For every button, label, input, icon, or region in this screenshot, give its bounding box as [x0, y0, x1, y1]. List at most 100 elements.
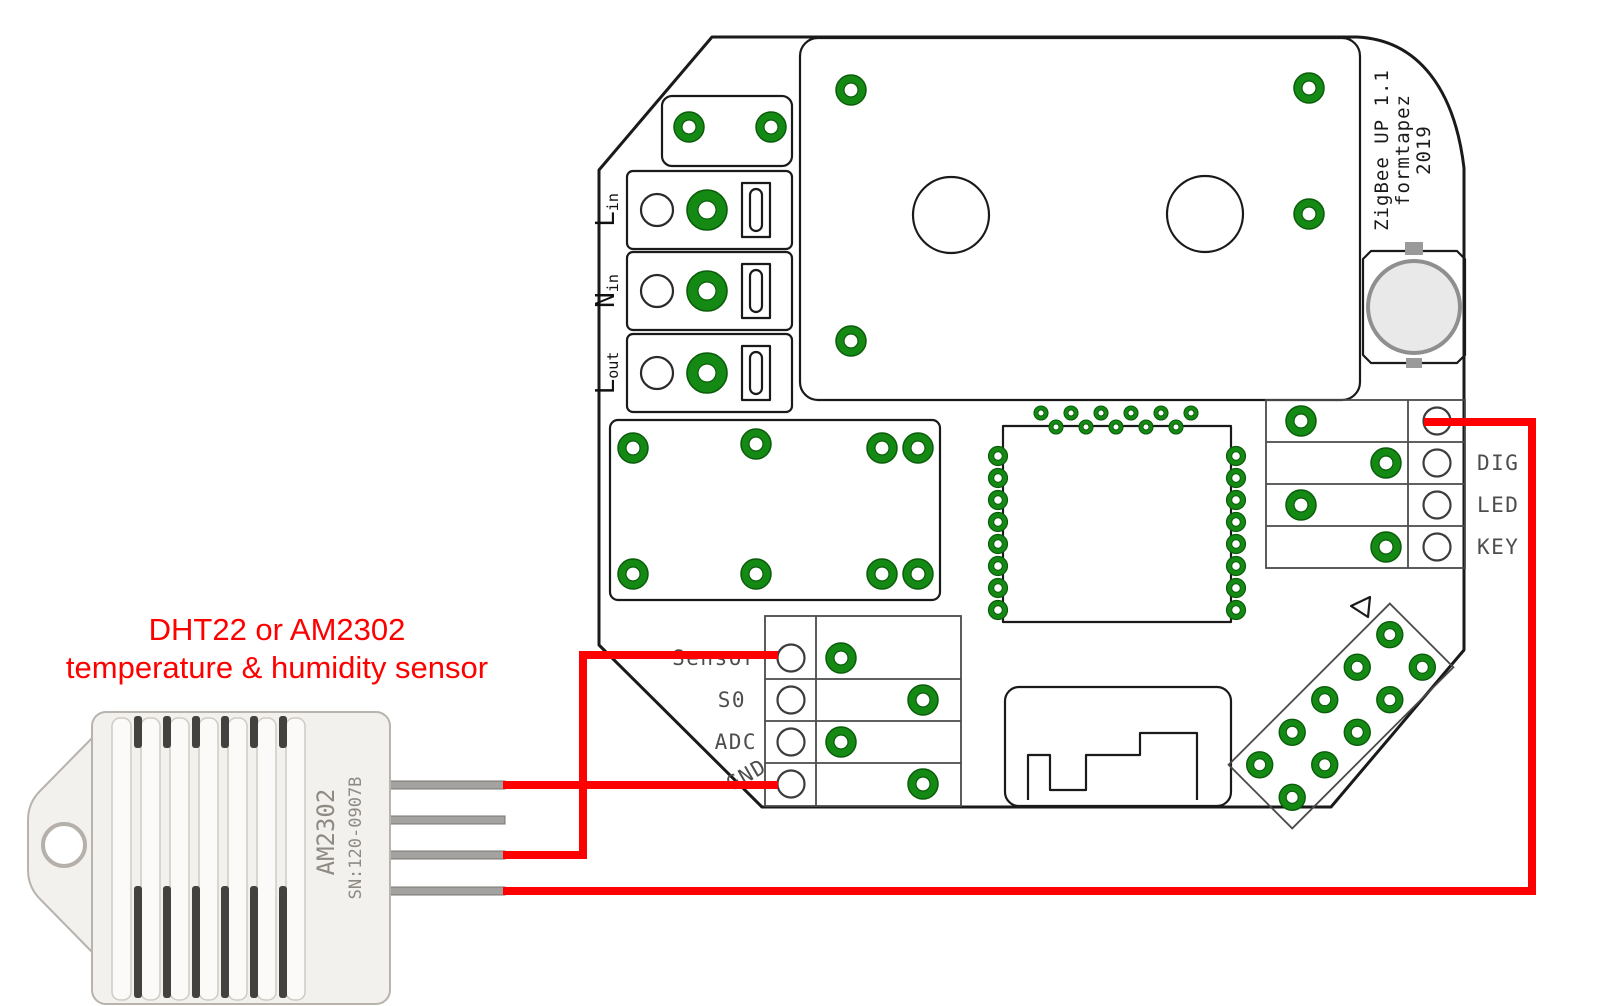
- top-connector-pad: [755, 111, 787, 143]
- relay-outline: [798, 36, 1362, 402]
- sensor-label-s0: S0: [718, 688, 746, 712]
- dht22-sensor: AM2302 SN:120-0907B: [27, 711, 506, 1005]
- module-pad: [1183, 405, 1199, 421]
- terminal-pad: [686, 189, 728, 231]
- terminal-hole: [639, 355, 675, 391]
- module-castellation-pad: [1225, 533, 1247, 555]
- relay-pad: [835, 74, 867, 106]
- sensor-pad: [825, 726, 857, 758]
- terminal-slot-inner: [748, 268, 764, 314]
- dht22-vent-slot: [134, 716, 142, 748]
- module-castellation-pad: [1225, 489, 1247, 511]
- dht22-fin: [140, 717, 161, 1001]
- dht22-vent-slot: [250, 716, 258, 748]
- antenna-feed-bottom: [1406, 358, 1422, 368]
- sensor-pin-hole: [776, 643, 806, 673]
- sensor-pin-hole: [776, 727, 806, 757]
- module-pad: [1168, 419, 1184, 435]
- mid-block-pad: [902, 432, 934, 464]
- sensor-pad: [907, 768, 939, 800]
- wire-vcc: [503, 418, 1536, 895]
- terminal-slot: [740, 344, 772, 402]
- io-pad: [1285, 489, 1317, 521]
- dht22-vent-slot: [192, 716, 200, 748]
- header-outline: [1227, 602, 1455, 830]
- silk-title-line3: 2019: [1413, 125, 1435, 175]
- dht22-fin: [285, 717, 306, 1001]
- relay-pad: [1293, 198, 1325, 230]
- module-pad: [1123, 405, 1139, 421]
- module-pad: [1033, 405, 1049, 421]
- dht22-vent-slot: [192, 886, 200, 998]
- module-pad: [1093, 405, 1109, 421]
- io-pin-hole: [1422, 448, 1452, 478]
- dht22-fins: [111, 717, 306, 1001]
- dht22-fin: [227, 717, 248, 1001]
- header-arrow-icon: [1349, 595, 1372, 619]
- top-connector-pad: [673, 111, 705, 143]
- terminal-hole: [639, 273, 675, 309]
- io-pad: [1285, 405, 1317, 437]
- terminal-block-Lin: Lin: [591, 169, 794, 251]
- io-pin-hole: [1422, 490, 1452, 520]
- module-castellation-pad: [987, 445, 1009, 467]
- sensor-serial-text: SN:120-0907B: [346, 777, 366, 900]
- dht22-vent-slot: [134, 886, 142, 998]
- dht22-fin: [198, 717, 219, 1001]
- antenna-box: [1361, 249, 1467, 365]
- dht22-pin: [387, 886, 506, 896]
- module-pad: [1063, 405, 1079, 421]
- sensor-pin-hole: [776, 769, 806, 799]
- sensor-pad: [907, 684, 939, 716]
- dht22-pin: [387, 780, 506, 790]
- mid-block-pad: [866, 432, 898, 464]
- terminal-label: Nin: [591, 274, 622, 308]
- module-castellation-pad: [1225, 577, 1247, 599]
- io-label-dig: DIG: [1477, 451, 1519, 475]
- mid-block-pad: [617, 558, 649, 590]
- dht22-vent-slot: [221, 716, 229, 748]
- terminal-hole: [639, 192, 675, 228]
- pcb-outline: [597, 35, 1466, 809]
- io-pad: [1370, 447, 1402, 479]
- terminal-label: Lin: [591, 193, 622, 227]
- mid-block-outline: [608, 418, 942, 602]
- dht22-pin: [387, 815, 506, 825]
- relay-hole: [911, 175, 991, 255]
- dht22-vent-slot: [279, 716, 287, 748]
- module-castellation-pad: [987, 467, 1009, 489]
- module-pad: [1138, 419, 1154, 435]
- dht22-mounting-hole: [41, 822, 87, 868]
- terminal-label: Lout: [591, 352, 622, 395]
- sensor-table-outline: [764, 615, 962, 807]
- module-castellation-pad: [1225, 445, 1247, 467]
- dht22-fin: [169, 717, 190, 1001]
- relay-pad: [1293, 72, 1325, 104]
- module-pad: [1153, 405, 1169, 421]
- terminal-block-Nin: Nin: [591, 250, 794, 332]
- antenna-feed-top: [1405, 242, 1423, 255]
- caption-line2: temperature & humidity sensor: [66, 650, 488, 685]
- io-table: DIG LED KEY: [1265, 399, 1519, 569]
- io-pin-hole: [1422, 532, 1452, 562]
- terminal-slot-inner: [748, 350, 764, 396]
- terminal-pad: [686, 352, 728, 394]
- relay-pad: [835, 325, 867, 357]
- module-castellation-pad: [1225, 555, 1247, 577]
- sensor-pad: [825, 642, 857, 674]
- dht22-fin: [256, 717, 277, 1001]
- mid-block-pad: [617, 432, 649, 464]
- terminal-slot-inner: [748, 187, 764, 233]
- module-pad: [1078, 419, 1094, 435]
- sensor-pin-hole: [776, 685, 806, 715]
- wire-data: [503, 651, 778, 859]
- dht22-vent-slot: [279, 886, 287, 998]
- silk-title-line1: ZigBee UP 1.1: [1371, 69, 1393, 231]
- module-castellation-pad: [1225, 467, 1247, 489]
- mid-block-pad: [866, 558, 898, 590]
- module-castellation-pad: [987, 489, 1009, 511]
- antenna-circle: [1366, 259, 1462, 355]
- mid-block-pad: [740, 558, 772, 590]
